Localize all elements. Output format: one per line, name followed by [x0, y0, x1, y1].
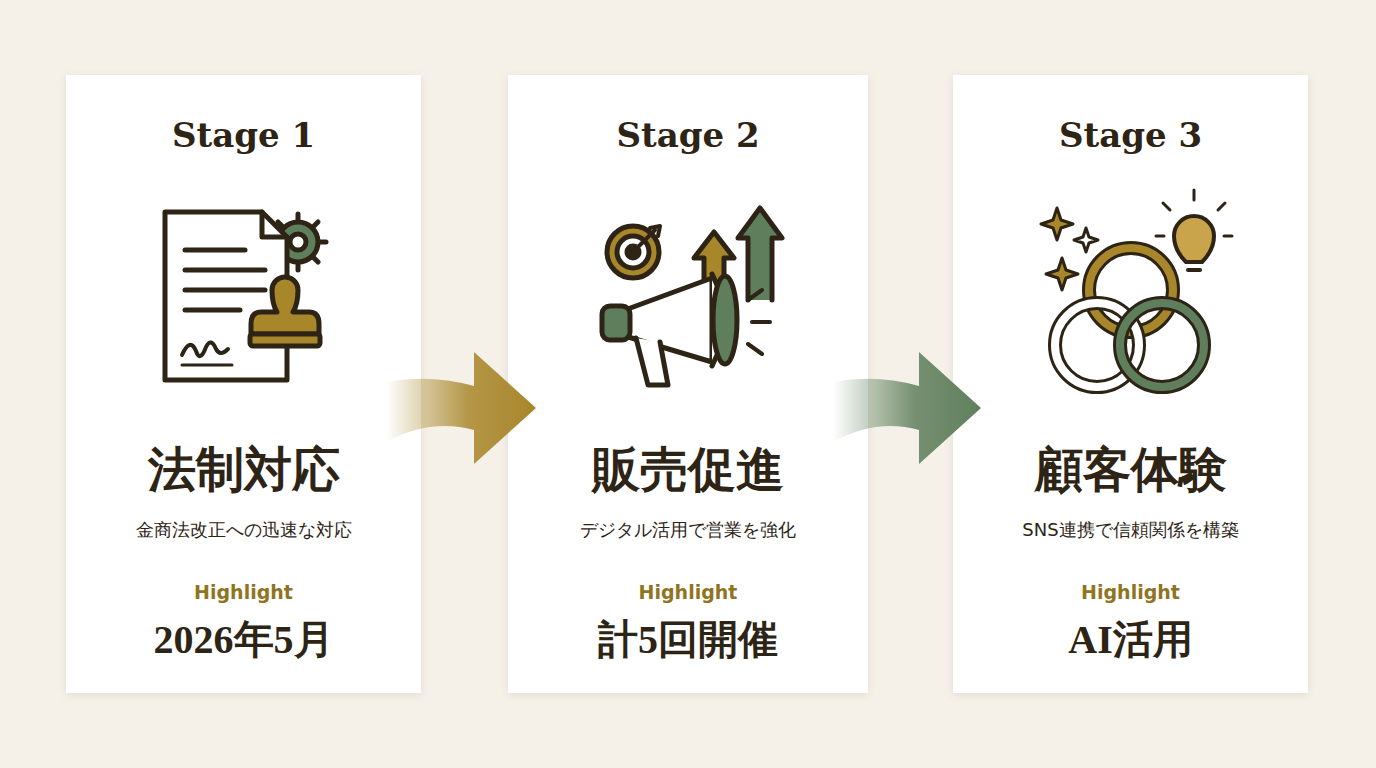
card-background — [953, 75, 1308, 693]
document-icon — [165, 212, 326, 380]
stage-label: Stage 3 — [953, 113, 1308, 157]
highlight-value: AI活用 — [953, 615, 1308, 665]
stage-description: デジタル活用で営業を強化 — [508, 517, 868, 543]
flow-arrow — [833, 352, 981, 464]
card-background — [66, 75, 421, 693]
flow-arrow — [386, 352, 536, 464]
stage-label: Stage 1 — [66, 113, 421, 157]
card-background — [508, 75, 868, 693]
highlight-value: 2026年5月 — [66, 615, 421, 665]
stage-card: Stage 3 顧客体験 SNS連携で信頼関係を構築 HighlightAI活用 — [953, 75, 1308, 693]
stage-title: 法制対応 — [66, 441, 421, 499]
highlight-value: 計5回開催 — [508, 615, 868, 665]
stage-title: 顧客体験 — [953, 441, 1308, 499]
stage-title: 販売促進 — [508, 441, 868, 499]
highlight-label: Highlight — [66, 579, 421, 605]
stage-label: Stage 2 — [508, 113, 868, 157]
highlight-label: Highlight — [953, 579, 1308, 605]
stage-card: Stage 2 販売促進デジタル活用で営業を強化 Highlight 計5回開催 — [508, 75, 868, 693]
stage-card: Stage 1 法制対応金商法改正への迅速な対応 Highlight 2026年5月 — [66, 75, 421, 693]
stage-description: 金商法改正への迅速な対応 — [66, 517, 421, 543]
stage-description: SNS連携で信頼関係を構築 — [953, 517, 1308, 543]
rings-icon — [1041, 190, 1232, 387]
megaphone-icon — [602, 208, 782, 385]
highlight-label: Highlight — [508, 579, 868, 605]
